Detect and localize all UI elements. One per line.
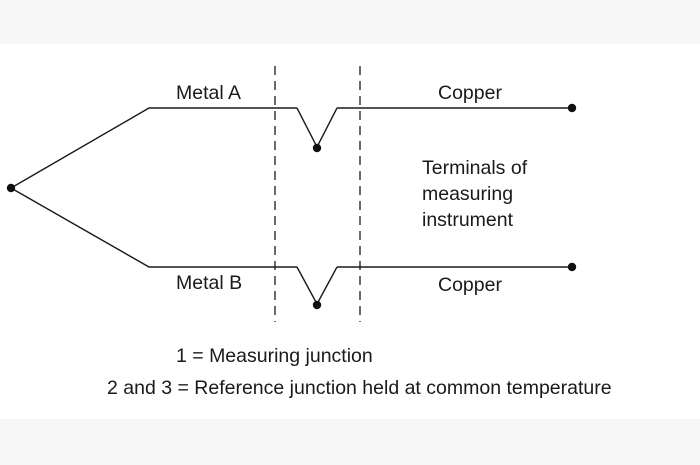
metal-b-label: Metal B [176,272,243,294]
upper-terminal-dot [567,103,577,113]
terminals-label-line2: measuring [422,183,514,205]
terminals-label-line3: instrument [422,209,514,231]
metal-a-label: Metal A [176,82,242,104]
copper-top-label: Copper [438,82,502,104]
lower-reference-junction-dot [312,300,322,310]
lower-wire-metal-b [10,187,297,268]
legend-measuring-junction: 1 = Measuring junction [176,345,373,367]
terminals-label-line1: Terminals of [422,157,528,179]
upper-wire-metal-a [10,107,297,189]
terminals-label: Terminals of measuring instrument [422,155,582,233]
copper-bottom-label: Copper [438,274,502,296]
diagram-panel [0,44,700,419]
lower-terminal-dot [567,262,577,272]
measuring-junction-dot [6,183,16,193]
upper-reference-junction-dot [312,143,322,153]
legend-reference-junction: 2 and 3 = Reference junction held at com… [107,377,612,399]
upper-reference-junction-wire [296,107,338,149]
lower-reference-junction-wire [296,266,338,306]
